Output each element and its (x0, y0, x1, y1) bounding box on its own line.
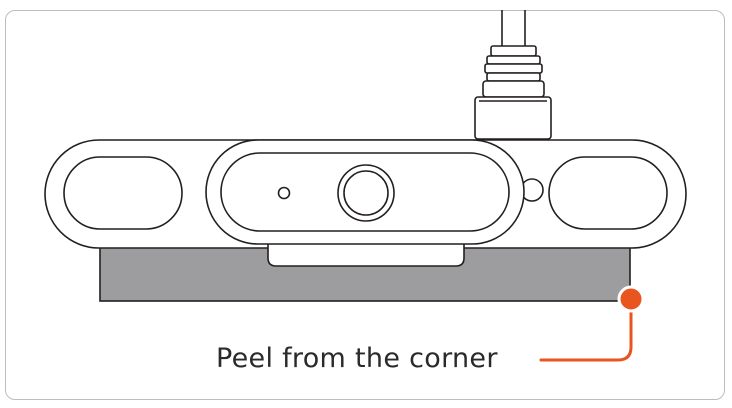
peel-corner-marker-icon (617, 285, 645, 313)
right-grille (548, 156, 668, 230)
left-grille (63, 156, 183, 230)
indicator-light-icon (277, 186, 291, 200)
connector-ring-1 (486, 55, 541, 65)
connector-neck (482, 80, 545, 98)
connector-body (474, 96, 552, 140)
peel-leader-line (539, 297, 633, 362)
usb-cable-icon (474, 10, 552, 140)
mount-clip (267, 240, 465, 267)
connector-collar-top (490, 45, 537, 57)
peel-instruction-caption: Peel from the corner (216, 343, 498, 374)
connector-ring-3 (486, 72, 541, 82)
connector-ring-2 (484, 63, 543, 74)
lens-inner (343, 170, 389, 216)
